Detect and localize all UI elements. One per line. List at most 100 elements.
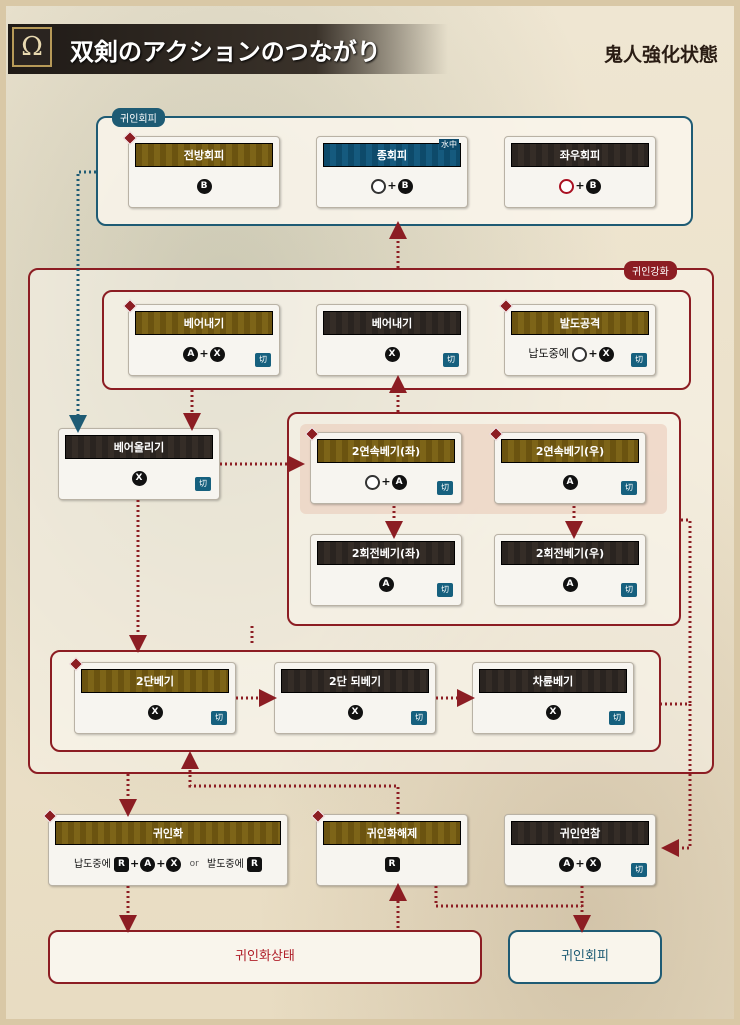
- card-label: 귀인연참: [511, 821, 649, 845]
- demon-state-label: 귀인화상태: [235, 949, 295, 964]
- x-button-icon: X: [585, 856, 601, 872]
- cut-icon: 切: [195, 477, 211, 491]
- page-title: 双剣のアクションのつながり: [70, 37, 381, 66]
- card-input: A: [495, 471, 645, 493]
- or-label: or: [189, 859, 199, 869]
- card-label: 2회전베기(좌): [317, 541, 455, 565]
- b-button-icon: B: [397, 178, 413, 194]
- cut-icon: 切: [609, 711, 625, 725]
- b-button-icon: B: [585, 178, 601, 194]
- arrow-off-to-enhance: [181, 751, 400, 814]
- arrow-wheel-to-combo: [660, 702, 692, 857]
- state-title: 鬼人強化状態: [603, 44, 718, 66]
- x-button-icon: X: [131, 470, 147, 486]
- a-button-icon: A: [562, 474, 578, 490]
- a-button-icon: A: [559, 856, 575, 872]
- card-wheel[interactable]: 차륜베기 X 切: [472, 662, 634, 734]
- input-prefix: 납도중에: [73, 859, 111, 870]
- card-slash-out-left[interactable]: 베어내기 A+X 切: [122, 298, 280, 376]
- card-input: 납도중에 +X: [505, 343, 655, 365]
- card-label: 귀인화: [55, 821, 281, 845]
- card-draw-attack[interactable]: 발도공격 납도중에 +X 切: [498, 298, 656, 376]
- plus-sign: +: [575, 179, 585, 192]
- a-button-icon: A: [562, 576, 578, 592]
- x-button-icon: X: [347, 704, 363, 720]
- card-double-right[interactable]: 2연속베기(우) A 切: [488, 426, 646, 504]
- card-input: A: [311, 573, 461, 595]
- plus-sign: +: [381, 475, 391, 488]
- r-button-icon: R: [384, 856, 400, 872]
- card-double-left[interactable]: 2연속베기(좌) +A 切: [304, 426, 462, 504]
- card-input: X: [75, 701, 235, 723]
- arrow-evade-to-upslash: [69, 170, 96, 433]
- card-label: 2연속베기(좌): [317, 439, 455, 463]
- cut-icon: 切: [443, 353, 459, 367]
- card-input: A+X: [129, 343, 279, 365]
- card-label: 2단베기: [81, 669, 229, 693]
- card-label: 베어내기: [323, 311, 461, 335]
- card-input: A: [495, 573, 645, 595]
- card-upslash[interactable]: 베어올리기 X 切: [58, 428, 220, 500]
- card-label: 종회피: [323, 143, 461, 167]
- stick-vertical-icon: [371, 178, 387, 194]
- card-vertical-evade[interactable]: 종회피 水中 +B: [316, 136, 468, 208]
- a-button-icon: A: [183, 346, 199, 362]
- x-button-icon: X: [147, 704, 163, 720]
- cut-icon: 切: [211, 711, 227, 725]
- x-button-icon: X: [598, 346, 614, 362]
- title-bar: [8, 24, 448, 74]
- card-label: 좌우회피: [511, 143, 649, 167]
- card-label: 차륜베기: [479, 669, 627, 693]
- cut-icon: 切: [411, 711, 427, 725]
- cut-icon: 切: [437, 583, 453, 597]
- card-label: 전방회피: [135, 143, 273, 167]
- card-input: A+X: [505, 853, 655, 875]
- card-two-slash[interactable]: 2단베기 X 切: [68, 656, 236, 734]
- card-front-evade[interactable]: 전방회피 B: [122, 130, 280, 208]
- arrow-double-group-to-combo: [681, 518, 692, 704]
- b-button-icon: B: [196, 178, 212, 194]
- demon-evade-box[interactable]: 귀인회피: [508, 930, 662, 984]
- card-slash-out-center[interactable]: 베어내기 X 切: [316, 304, 468, 376]
- plus-sign: +: [387, 179, 397, 192]
- a-button-icon: A: [391, 474, 407, 490]
- card-demon-combo[interactable]: 귀인연참 A+X 切: [504, 814, 656, 886]
- card-input: R: [317, 853, 467, 875]
- card-label: 베어올리기: [65, 435, 213, 459]
- r-button-icon: R: [113, 856, 129, 872]
- plus-sign: +: [588, 347, 598, 360]
- enhance-group-tag: 귀인강화: [624, 261, 677, 280]
- card-label: 2단 되베기: [281, 669, 429, 693]
- input-prefix-2: 발도중에: [207, 859, 244, 870]
- card-side-evade[interactable]: 좌우회피 +B: [504, 136, 656, 208]
- card-label: 베어내기: [135, 311, 273, 335]
- cut-icon: 切: [437, 481, 453, 495]
- r-button-icon: R: [247, 856, 263, 872]
- a-button-icon: A: [140, 856, 156, 872]
- plus-sign: +: [575, 857, 585, 870]
- stick-horizontal-icon: [559, 178, 575, 194]
- card-input: X: [59, 467, 219, 489]
- omega-icon: Ω: [12, 27, 52, 67]
- evade-group-tag: 귀인회피: [112, 108, 165, 127]
- stick-left-icon: [365, 474, 381, 490]
- card-input: X: [317, 343, 467, 365]
- x-button-icon: X: [384, 346, 400, 362]
- demon-state-box[interactable]: 귀인화상태: [48, 930, 482, 984]
- card-label: 귀인화해제: [323, 821, 461, 845]
- card-two-back[interactable]: 2단 되베기 X 切: [274, 662, 436, 734]
- card-demonize-off[interactable]: 귀인화해제 R: [310, 808, 468, 886]
- card-demonize[interactable]: 귀인화 납도중에 R+A+X or 발도중에 R: [42, 808, 288, 886]
- a-button-icon: A: [378, 576, 394, 592]
- cut-icon: 切: [621, 583, 637, 597]
- card-input: X: [473, 701, 633, 723]
- cut-icon: 切: [255, 353, 271, 367]
- card-input: 납도중에 R+A+X or 발도중에 R: [49, 853, 287, 875]
- input-prefix: 납도중에: [528, 347, 569, 360]
- underwater-badge: 水中: [439, 139, 459, 150]
- cut-icon: 切: [631, 353, 647, 367]
- demon-evade-label: 귀인회피: [561, 949, 609, 964]
- card-input: +B: [317, 175, 467, 197]
- card-label: 2연속베기(우): [501, 439, 639, 463]
